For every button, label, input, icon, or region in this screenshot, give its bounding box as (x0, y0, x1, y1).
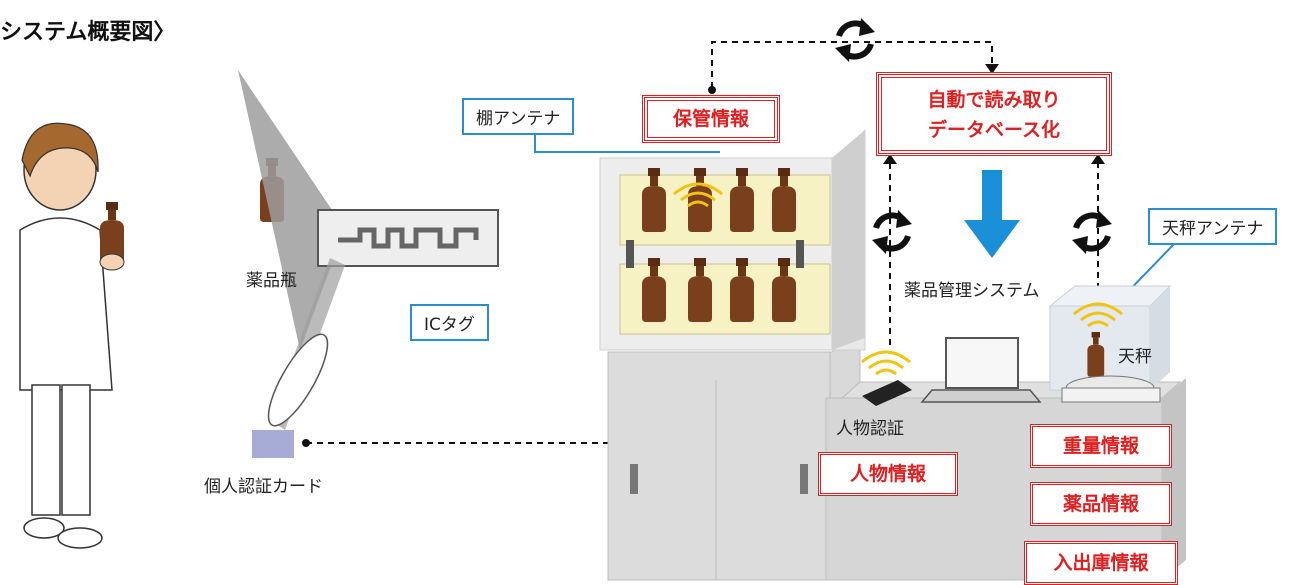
personal-card (252, 430, 294, 458)
auto-read-line2: データベース化 (927, 119, 1061, 141)
laptop-icon (920, 337, 1042, 403)
reader-wave-icon (860, 350, 912, 376)
ic-tag-label: ICタグ (410, 304, 489, 341)
person-auth-label: 人物認証 (836, 419, 904, 439)
weight-info-badge: 重量情報 (1030, 424, 1172, 468)
database-arrow-icon (964, 170, 1020, 258)
scale-label: 天秤 (1118, 347, 1152, 367)
arrow-head-left (883, 154, 897, 164)
nurse-figure (19, 122, 125, 549)
reagent-bottle-label: 薬品瓶 (246, 271, 297, 291)
scale-antenna-label: 天秤アンテナ (1148, 208, 1278, 245)
ic-tag-beam (238, 70, 334, 350)
ic-tag-antenna-pattern (338, 227, 479, 249)
person-info-badge: 人物情報 (818, 452, 958, 496)
scale-enclosure (1048, 285, 1172, 403)
card-lens (267, 333, 329, 427)
inout-info-badge: 入出庫情報 (1024, 541, 1178, 585)
shelf-antenna-label: 棚アンテナ (462, 98, 575, 135)
card-dot (302, 439, 310, 447)
auto-read-badge: 自動で読み取り データベース化 (876, 72, 1112, 156)
shelf-antenna-pointer (534, 134, 720, 153)
card-reader (862, 380, 912, 406)
management-system-label: 薬品管理システム (904, 281, 1040, 301)
auto-read-line1: 自動で読み取り (927, 89, 1061, 111)
personal-card-label: 個人認証カード (204, 477, 323, 497)
shelf-boxes (619, 168, 831, 335)
diagram-title: システム概要図〉 (0, 20, 176, 45)
reagent-info-badge: 薬品情報 (1030, 482, 1172, 526)
sync-icon-right (1072, 210, 1112, 254)
sync-icon-top (835, 18, 875, 62)
storage-info-dot (708, 86, 716, 94)
sync-icon-left (872, 210, 912, 254)
arrow-head-top (985, 64, 999, 74)
arrow-head-right (1091, 154, 1105, 164)
storage-info-badge: 保管情報 (642, 95, 780, 143)
